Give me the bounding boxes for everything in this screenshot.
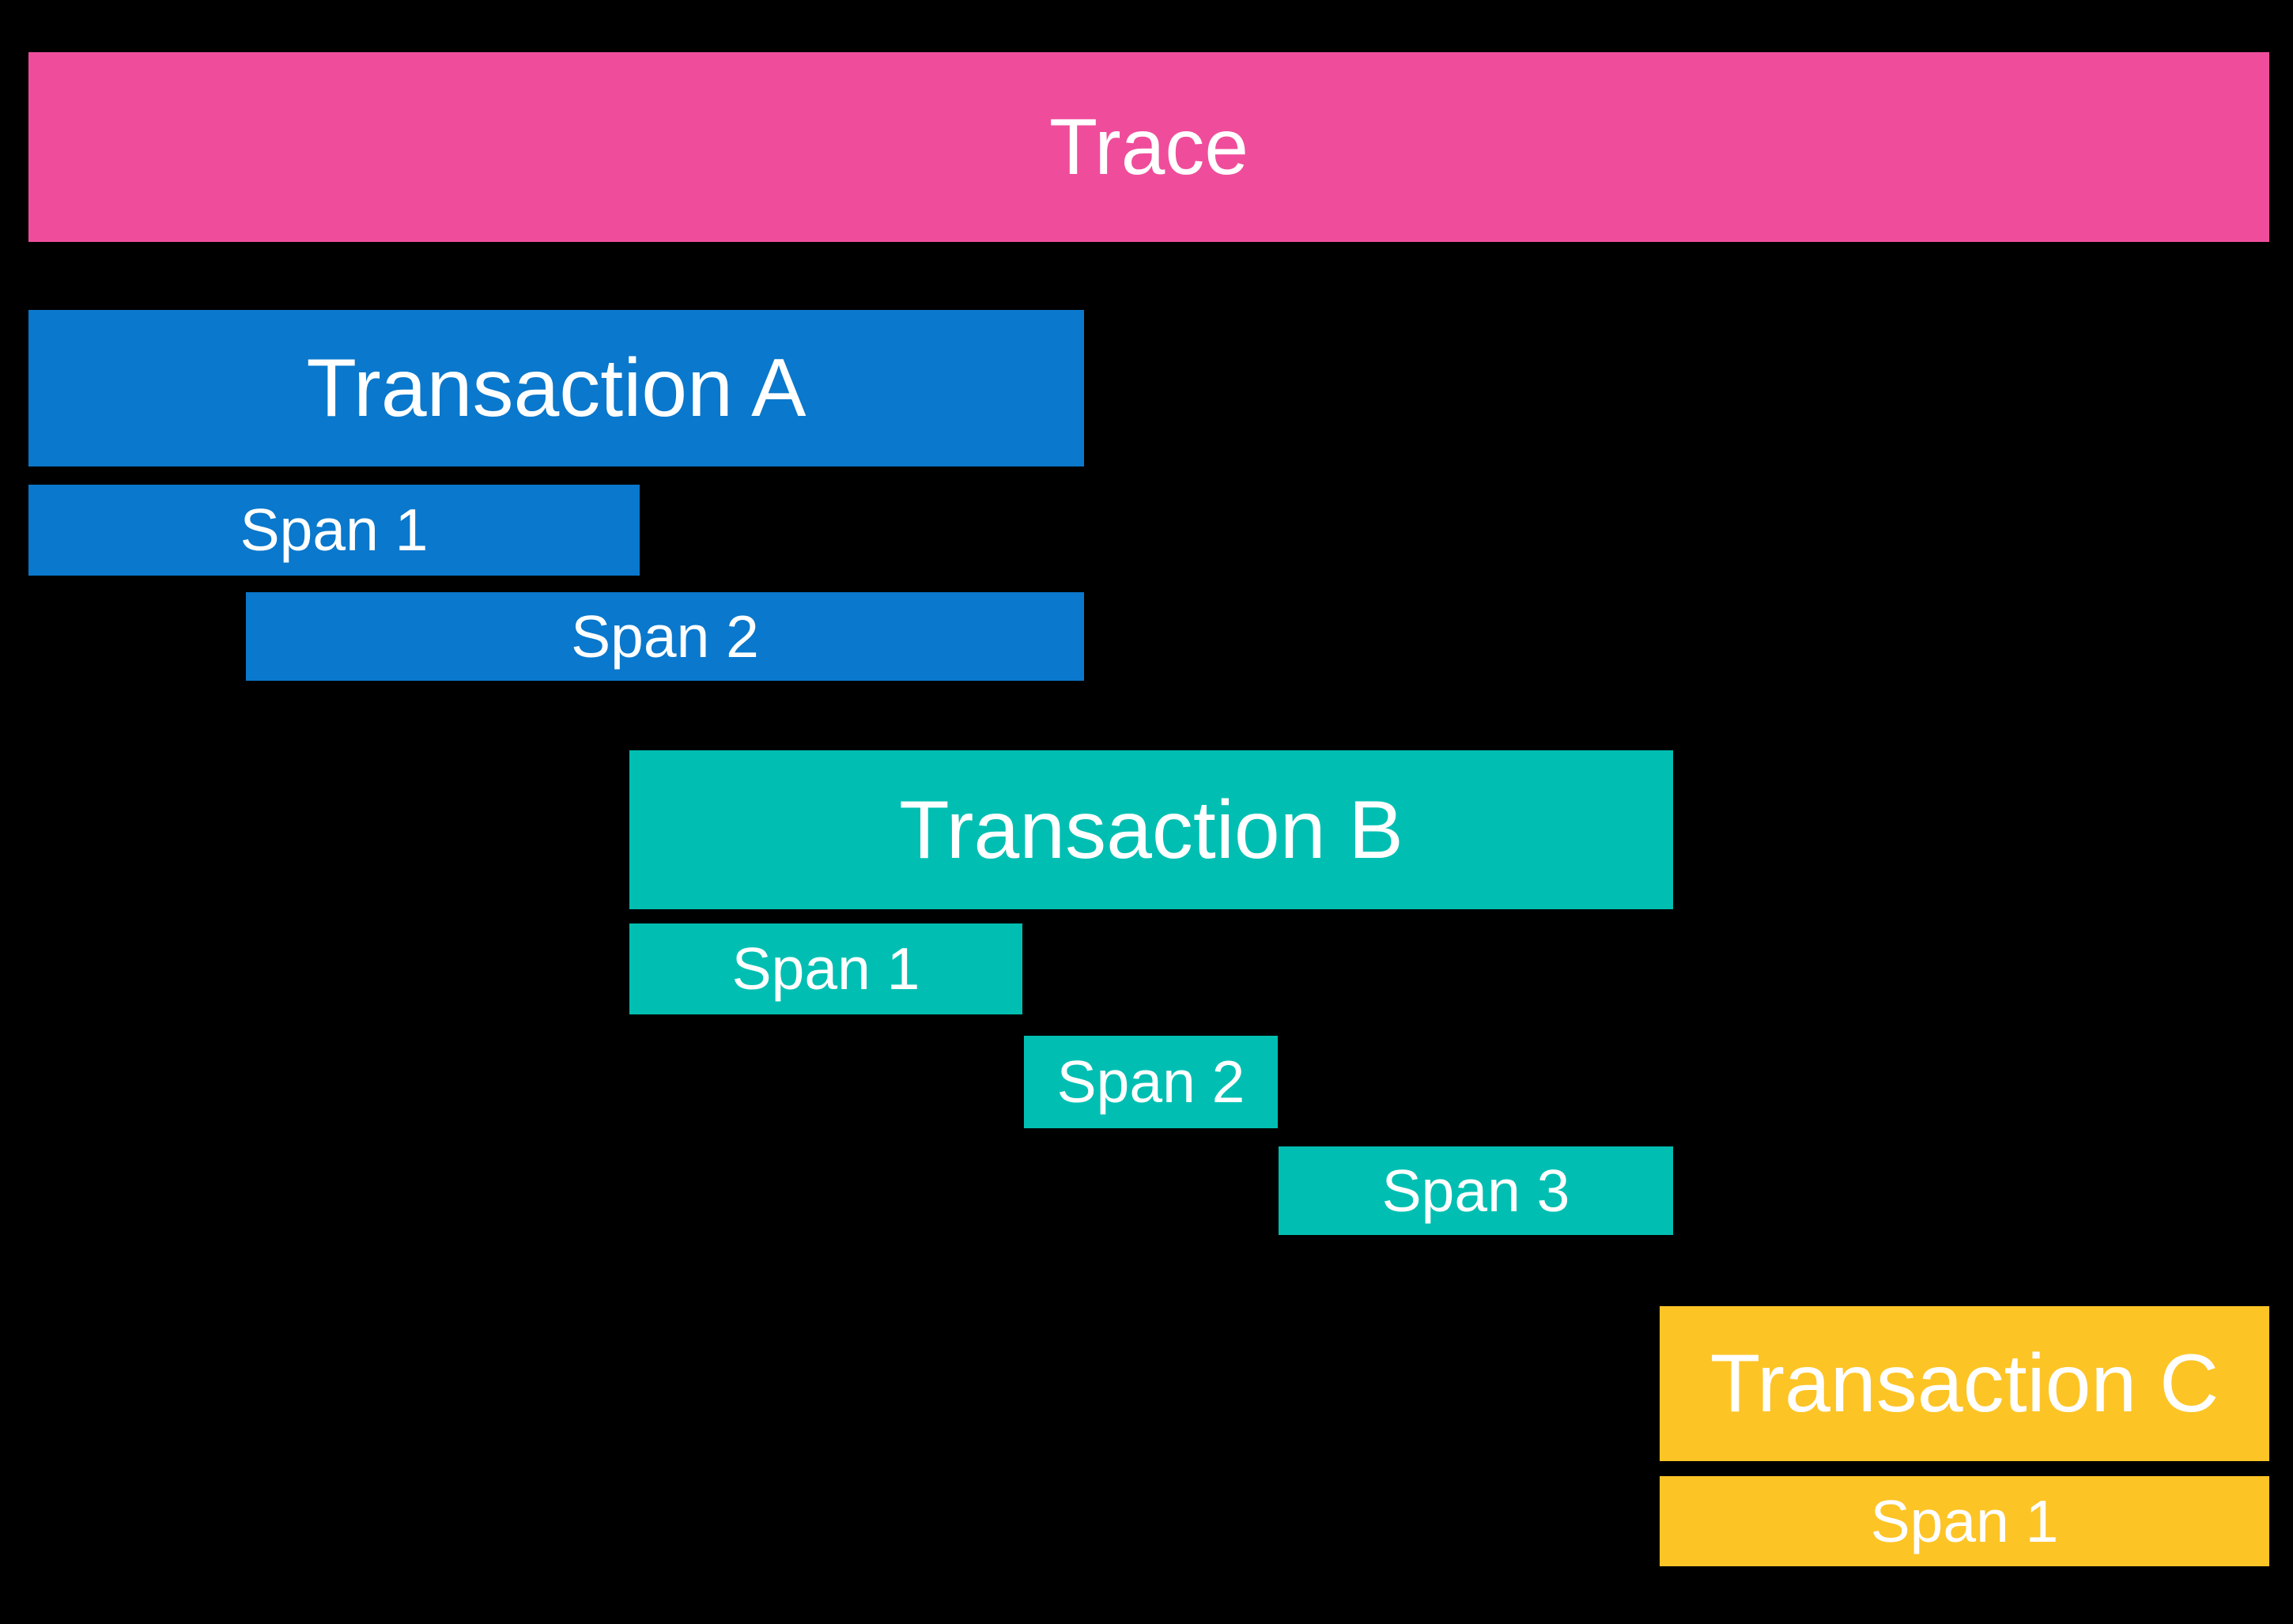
- transaction-c-bar: Transaction C: [1660, 1306, 2269, 1461]
- transaction-c-label: Transaction C: [1709, 1338, 2219, 1429]
- transaction-b-span-3-label: Span 3: [1381, 1157, 1570, 1224]
- transaction-b-bar: Transaction B: [629, 750, 1673, 909]
- transaction-a-span-2-label: Span 2: [571, 602, 759, 670]
- transaction-a-span-2-bar: Span 2: [246, 592, 1084, 681]
- transaction-a-label: Transaction A: [306, 342, 807, 434]
- transaction-b-span-2-bar: Span 2: [1024, 1036, 1278, 1128]
- trace-bar: Trace: [28, 52, 2269, 242]
- transaction-c-span-1-bar: Span 1: [1660, 1476, 2269, 1566]
- transaction-b-span-1-bar: Span 1: [629, 923, 1022, 1014]
- transaction-a-span-1-label: Span 1: [240, 497, 429, 563]
- transaction-b-span-2-label: Span 2: [1056, 1048, 1245, 1115]
- transaction-b-span-1-label: Span 1: [731, 935, 920, 1002]
- transaction-a-span-1-bar: Span 1: [28, 485, 640, 576]
- transaction-b-span-3-bar: Span 3: [1279, 1146, 1673, 1235]
- transaction-a-bar: Transaction A: [28, 310, 1084, 466]
- transaction-c-span-1-label: Span 1: [1870, 1487, 2059, 1554]
- transaction-b-label: Transaction B: [899, 784, 1403, 876]
- trace-label: Trace: [1049, 103, 1248, 191]
